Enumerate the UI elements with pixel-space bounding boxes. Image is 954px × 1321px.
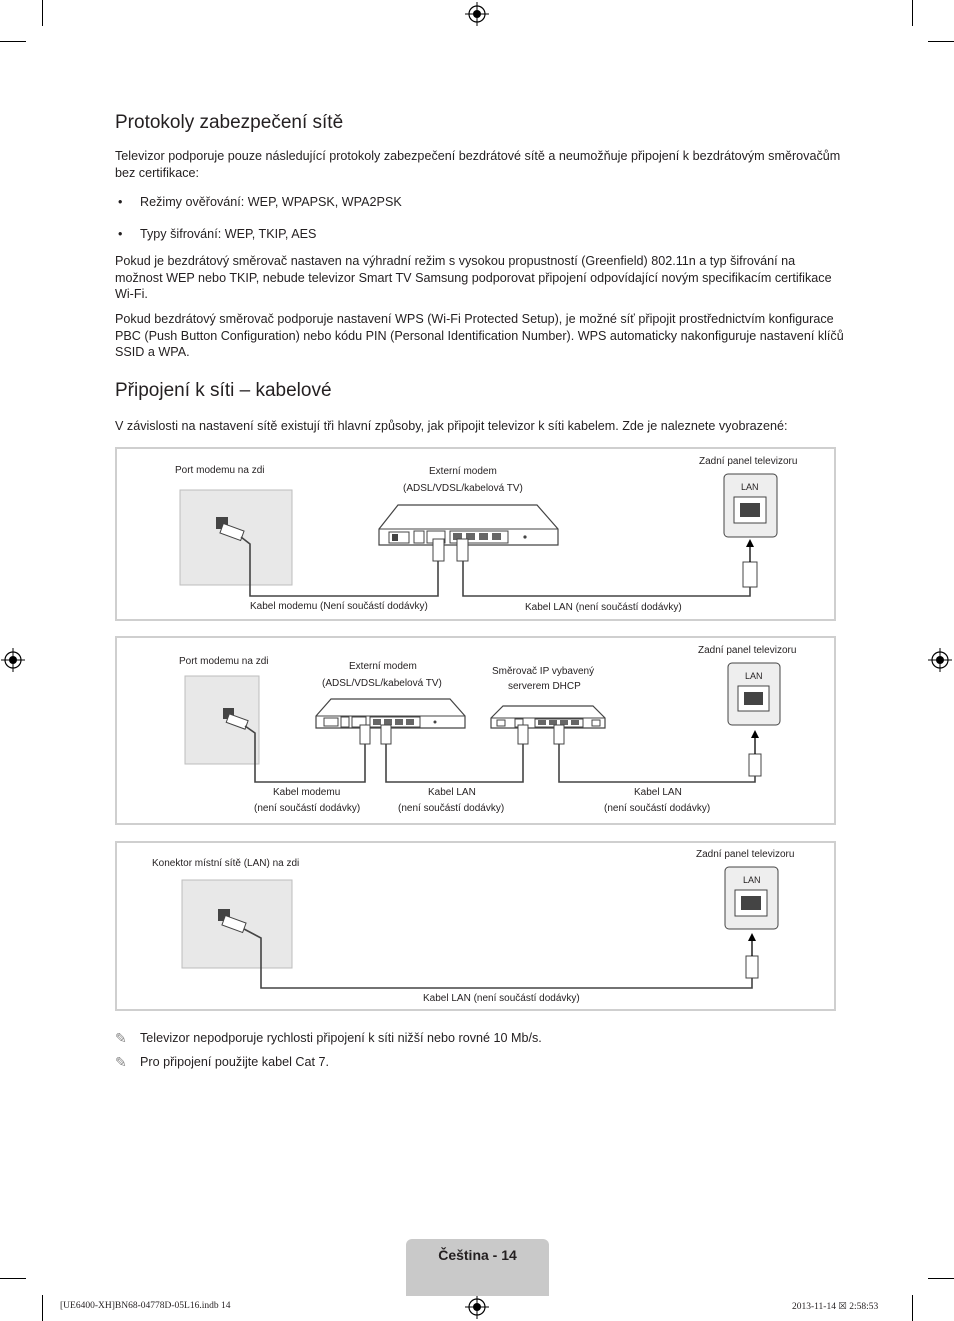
registration-mark-icon bbox=[1, 648, 25, 672]
lan-port-label: LAN bbox=[743, 875, 761, 885]
pencil-icon: ✎ bbox=[115, 1030, 127, 1046]
note-text: Pro připojení použijte kabel Cat 7. bbox=[140, 1055, 330, 1069]
modem-label: Externí modem bbox=[349, 661, 417, 672]
bullet-text: Režimy ověřování: WEP, WPAPSK, WPA2PSK bbox=[140, 195, 402, 209]
security-paragraph: Pokud je bezdrátový směrovač nastaven na… bbox=[115, 254, 832, 302]
modem-cable-sublabel: (není součástí dodávky) bbox=[254, 803, 361, 814]
page-number: Čeština - 14 bbox=[438, 1247, 517, 1263]
tv-panel-label: Zadní panel televizoru bbox=[698, 645, 797, 656]
modem-label: Externí modem bbox=[429, 466, 497, 477]
tv-panel-label: Zadní panel televizoru bbox=[699, 456, 798, 467]
bullet-icon: • bbox=[118, 227, 123, 241]
lan-cable-sublabel: (není součástí dodávky) bbox=[398, 803, 505, 814]
wired-intro: V závislosti na nastavení sítě existují … bbox=[115, 419, 788, 433]
diagram-drawing bbox=[184, 662, 781, 783]
lan-cable-label: Kabel LAN (není součástí dodávky) bbox=[423, 993, 580, 1004]
lan-cable-label: Kabel LAN (není součástí dodávky) bbox=[525, 602, 682, 613]
modem-cable-label: Kabel modemu (Není součástí dodávky) bbox=[250, 601, 428, 612]
diagram-modem-router-tv: Port modemu na zdi Externí modem (ADSL/V… bbox=[115, 636, 836, 825]
wps-paragraph: Pokud bezdrátový směrovač podporuje nast… bbox=[115, 312, 844, 360]
bullet-text: Typy šifrování: WEP, TKIP, AES bbox=[140, 227, 317, 241]
note-item: ✎ Pro připojení použijte kabel Cat 7. bbox=[115, 1054, 329, 1071]
crop-mark bbox=[912, 0, 913, 26]
lan-cable-label: Kabel LAN bbox=[634, 787, 682, 798]
wall-port-label: Port modemu na zdi bbox=[179, 656, 269, 667]
diagram-drawing bbox=[179, 473, 778, 597]
file-info: [UE6400-XH]BN68-04778D-05L16.indb 14 bbox=[60, 1301, 231, 1311]
modem-cable-label: Kabel modemu bbox=[273, 787, 341, 798]
wall-lan-label: Konektor místní sítě (LAN) na zdi bbox=[152, 858, 300, 869]
registration-mark-icon bbox=[465, 1295, 489, 1319]
lan-cable-sublabel: (není součástí dodávky) bbox=[604, 803, 711, 814]
crop-mark bbox=[42, 1295, 43, 1321]
crop-mark bbox=[0, 41, 26, 42]
tv-panel-label: Zadní panel televizoru bbox=[696, 849, 795, 860]
diagram-drawing bbox=[181, 866, 779, 989]
registration-mark-icon bbox=[928, 648, 952, 672]
registration-mark-icon bbox=[465, 2, 489, 26]
modem-sublabel: (ADSL/VDSL/kabelová TV) bbox=[403, 483, 523, 494]
lan-port-label: LAN bbox=[745, 671, 763, 681]
lan-cable-label: Kabel LAN bbox=[428, 787, 476, 798]
bullet-icon: • bbox=[118, 195, 123, 209]
list-item: • Typy šifrování: WEP, TKIP, AES bbox=[118, 226, 316, 242]
pencil-icon: ✎ bbox=[115, 1054, 127, 1070]
list-item: • Režimy ověřování: WEP, WPAPSK, WPA2PSK bbox=[118, 194, 402, 210]
crop-mark bbox=[928, 1278, 954, 1279]
crop-mark bbox=[0, 1278, 26, 1279]
crop-mark bbox=[42, 0, 43, 26]
security-intro: Televizor podporuje pouze následující pr… bbox=[115, 149, 841, 180]
crop-mark bbox=[912, 1295, 913, 1321]
section-title-security: Protokoly zabezpečení sítě bbox=[115, 112, 344, 133]
page-number-tab: Čeština - 14 bbox=[406, 1239, 549, 1296]
note-text: Televizor nepodporuje rychlosti připojen… bbox=[140, 1031, 542, 1045]
diagram-modem-to-tv: Port modemu na zdi Externí modem (ADSL/V… bbox=[115, 447, 836, 621]
wall-plate-icon bbox=[184, 675, 260, 765]
modem-sublabel: (ADSL/VDSL/kabelová TV) bbox=[322, 678, 442, 689]
section-title-wired: Připojení k síti – kabelové bbox=[115, 380, 332, 401]
lan-port-label: LAN bbox=[741, 482, 759, 492]
print-timestamp: 2013-11-14 ☒ 2:58:53 bbox=[792, 1302, 879, 1312]
router-label: Směrovač IP vybavený bbox=[492, 666, 595, 677]
router-sublabel: serverem DHCP bbox=[508, 681, 581, 692]
wall-port-label: Port modemu na zdi bbox=[175, 465, 265, 476]
diagram-wall-lan-to-tv: Konektor místní sítě (LAN) na zdi Zadní … bbox=[115, 841, 836, 1011]
crop-mark bbox=[928, 41, 954, 42]
note-item: ✎ Televizor nepodporuje rychlosti připoj… bbox=[115, 1030, 542, 1047]
